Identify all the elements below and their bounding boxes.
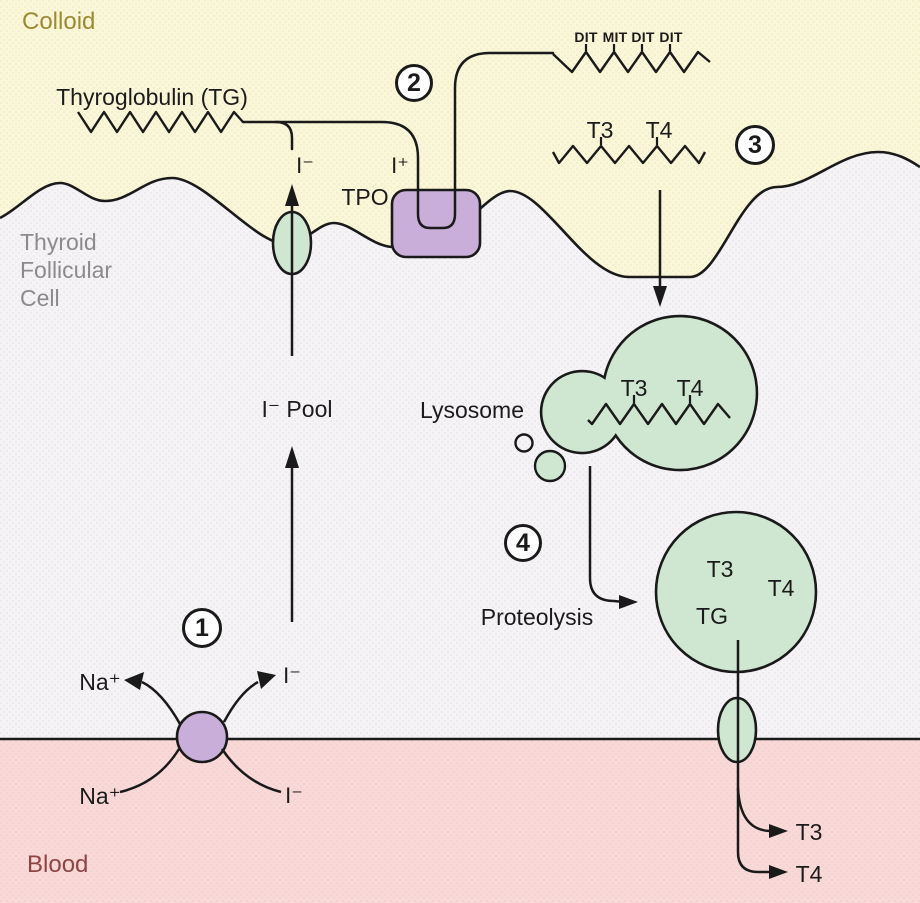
dit-label-3: DIT (659, 29, 683, 45)
iodide-pool-label: I⁻ Pool (261, 396, 333, 422)
cell-label-line1: Thyroid (20, 229, 97, 255)
colloid-t3-t4-zigzag (551, 144, 707, 165)
proteolysis-label: Proteolysis (480, 604, 594, 630)
iodide-cell-label: I⁻ (283, 663, 301, 688)
endosome-t4-label: T4 (676, 375, 704, 401)
proteolysis-vesicle-circle (654, 510, 818, 674)
tg-chain-branch-stub (274, 120, 294, 151)
blood-t4-label: T4 (795, 861, 823, 887)
step-2-badge: 2 (395, 64, 433, 102)
cell-label-line2: Follicular (20, 257, 113, 283)
endosome-t3-t4-ticks (632, 395, 692, 403)
dit-mit-zigzag (552, 50, 711, 74)
lysosome-small-circle-outline (514, 433, 534, 453)
colloid-region (0, 0, 920, 277)
iodide-to-colloid-arrowhead (285, 184, 299, 206)
iodide-blood-curve (220, 748, 282, 794)
tg-chain-through-tpo-line (241, 51, 555, 230)
iodide-in-arrowhead (257, 671, 276, 689)
lysosome-small-circle-filled (533, 449, 567, 483)
na-cell-label: Na⁺ (79, 669, 121, 695)
colloid-t4-label: T4 (645, 117, 673, 143)
colloid-t3-t4-ticks (599, 137, 659, 145)
iodide-pool-arrowhead (285, 446, 299, 468)
cell-label-line3: Cell (20, 285, 60, 311)
step-4-badge: 4 (504, 524, 542, 562)
tpo-label: TPO (341, 184, 389, 210)
thyroglobulin-label: Thyroglobulin (TG) (56, 84, 248, 110)
blood-region-label: Blood (27, 851, 89, 878)
blood-region (0, 739, 920, 903)
colloid-t3-label: T3 (586, 117, 614, 143)
iodide-blood-label: I⁻ (285, 783, 303, 808)
dit-label-1: DIT (574, 29, 598, 45)
iodide-minus-label: I⁻ (296, 153, 314, 178)
secretion-t3-line (736, 787, 771, 833)
secretion-t4-arrowhead (769, 865, 788, 879)
iodide-in-arrow-line (222, 680, 259, 723)
lysosome-label: Lysosome (420, 397, 524, 423)
step-1-badge: 1 (182, 608, 222, 648)
blood-t3-label: T3 (795, 819, 823, 845)
endosome-t3-label: T3 (620, 375, 648, 401)
dit-label-2: DIT (631, 29, 655, 45)
sodium-iodide-symporter-circle (175, 710, 229, 764)
endosome-lysosome-blob (539, 314, 759, 472)
iodide-plus-label: I⁺ (391, 153, 409, 178)
endocytosis-arrowhead (653, 286, 667, 307)
na-blood-label: Na⁺ (79, 783, 121, 809)
vesicle-t3-label: T3 (706, 556, 734, 582)
na-out-arrowhead (124, 672, 144, 690)
vesicle-tg-label: TG (696, 603, 728, 629)
dit-mit-ticks (584, 44, 672, 51)
thyroglobulin-zigzag (76, 110, 244, 134)
secretion-t3-arrowhead (769, 824, 788, 838)
tpo-enzyme-box (390, 188, 482, 259)
na-out-arrow-line (141, 680, 182, 725)
cell-region-label: Thyroid Follicular Cell (20, 228, 112, 312)
secretion-t4-line (736, 640, 770, 874)
proteolysis-arrow-line (588, 466, 625, 604)
colloid-region-label: Colloid (22, 8, 96, 35)
step-3-badge: 3 (735, 125, 775, 165)
endosome-t3-t4-zigzag (587, 402, 731, 426)
proteolysis-arrowhead (619, 595, 638, 609)
mit-label: MIT (602, 29, 628, 45)
na-blood-curve (119, 748, 181, 794)
vesicle-t4-label: T4 (767, 575, 795, 601)
